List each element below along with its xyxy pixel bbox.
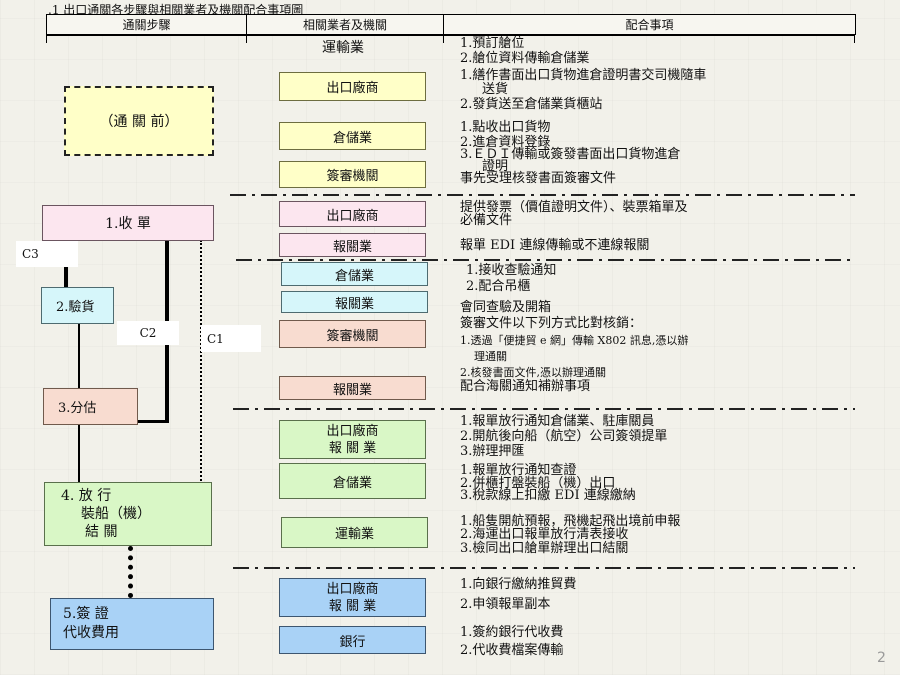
header-row: 通關步驟 相關業者及機關 配合事項 xyxy=(46,14,856,35)
note: 3.辦理押匯 xyxy=(460,444,525,459)
flow-connector xyxy=(138,420,169,423)
flow-line xyxy=(78,424,80,482)
note: 事先受理核發書面簽審文件 xyxy=(460,171,617,186)
step-5-certify: 5.簽 證 代收費用 xyxy=(50,598,214,650)
note: 2.代收費檔案傳輸 xyxy=(460,643,564,658)
step-before-clearance: （通 關 前） xyxy=(64,86,214,156)
route-c3: C3 xyxy=(16,241,78,267)
agent-broker: 報關業 xyxy=(279,376,426,400)
header-matters: 配合事項 xyxy=(625,18,674,32)
step-5-line: 5.簽 證 xyxy=(63,606,109,622)
column-tick xyxy=(443,35,444,43)
flow-line-dotted xyxy=(128,546,133,598)
step-4-release: 4. 放 行 裝船（機） 結 關 xyxy=(44,482,212,546)
note: 2.申領報單副本 xyxy=(460,597,551,612)
route-c1: C1 xyxy=(201,325,261,352)
note: 2.核發書面文件,憑以辦理通關 xyxy=(460,366,606,379)
note: 2.艙位資料傳輸倉儲業 xyxy=(460,51,590,66)
note: 1.簽約銀行代收費 xyxy=(460,625,564,640)
agent-exporter-broker: 出口廠商 報 關 業 xyxy=(279,420,426,459)
agent-broker: 報關業 xyxy=(281,291,428,313)
page-number: 2 xyxy=(877,650,886,666)
step-5-line: 代收費用 xyxy=(63,625,119,641)
agent-line: 報 關 業 xyxy=(328,598,377,614)
section-divider xyxy=(230,194,855,196)
note: 3.稅款線上扣繳 EDI 連線繳納 xyxy=(460,488,636,503)
step-1-receive: 1.收 單 xyxy=(42,205,214,241)
agent-review-agency: 簽審機關 xyxy=(279,320,426,348)
note: 2.開航後向船（航空）公司簽領提單 xyxy=(460,429,668,444)
note: 1.點收出口貨物 xyxy=(460,120,551,135)
note: 1.報單放行通知查證 xyxy=(460,463,577,478)
note: 2.海運出口報單放行清表接收 xyxy=(460,527,629,542)
step-4-line: 結 關 xyxy=(85,524,118,540)
note: 3.ＥＤＩ傳輸或簽發書面出口貨物進倉 xyxy=(460,147,681,162)
note: 2.發貨送至倉儲業貨櫃站 xyxy=(460,97,603,112)
note: 1.接收查驗通知 xyxy=(466,263,557,278)
note: 配合海關通知補辦事項 xyxy=(460,379,591,394)
agent-bank: 銀行 xyxy=(279,626,426,654)
flow-line xyxy=(78,323,80,390)
agent-warehouse: 倉儲業 xyxy=(281,262,428,286)
header-steps: 通關步驟 xyxy=(47,15,247,34)
note: 1.報單放行通知倉儲業、駐庫關員 xyxy=(460,414,655,429)
note: 3.檢同出口艙單辦理出口結關 xyxy=(460,541,629,556)
agent-line: 出口廠商 xyxy=(326,581,379,597)
section-divider xyxy=(233,567,855,569)
diagram-title: .1 出口通關各步驟與相關業者及機關配合事項圖 xyxy=(48,3,304,17)
note: 2.配合吊櫃 xyxy=(466,279,531,294)
agent-warehouse: 倉儲業 xyxy=(279,463,426,499)
agent-transport: 運輸業 xyxy=(281,517,428,548)
flow-line-c1 xyxy=(200,240,202,485)
note: 1.透過「便捷貿 e 網」傳輸 X802 訊息,憑以辦 xyxy=(460,334,689,347)
note: 簽審文件以下列方式比對核銷： xyxy=(460,316,643,331)
note: 證明 xyxy=(482,159,509,174)
header-underline xyxy=(46,35,855,36)
agent-exporter-broker: 出口廠商 報 關 業 xyxy=(279,578,426,617)
column-tick xyxy=(854,35,855,43)
note: 2.併櫃打盤裝船（機）出口 xyxy=(460,476,616,491)
route-c2: C2 xyxy=(117,321,179,345)
step-4-line: 4. 放 行 xyxy=(61,488,112,504)
section-divider xyxy=(236,259,855,261)
agent-broker: 報關業 xyxy=(279,233,426,257)
step-4-line: 裝船（機） xyxy=(81,506,151,522)
note: 會同查驗及開箱 xyxy=(460,300,552,315)
note: 送貨 xyxy=(482,82,509,97)
agent-line: 出口廠商 xyxy=(326,423,379,439)
note: 理通關 xyxy=(474,350,507,363)
note: 報單 EDI 連線傳輸或不連線報關 xyxy=(460,238,650,253)
column-tick xyxy=(246,35,247,43)
agent-transport: 運輸業 xyxy=(322,40,364,56)
header-agents: 相關業者及機關 xyxy=(247,15,444,34)
agent-exporter: 出口廠商 xyxy=(279,72,426,101)
agent-exporter: 出口廠商 xyxy=(279,201,426,227)
column-tick xyxy=(46,35,47,43)
note: 1.向銀行繳納推貿費 xyxy=(460,577,577,592)
section-divider xyxy=(233,408,855,410)
agent-warehouse: 倉儲業 xyxy=(279,122,426,150)
note: 1.繕作書面出口貨物進倉證明書交司機隨車 xyxy=(460,68,707,83)
note: 提供發票（價值證明文件）、裝票箱單及 xyxy=(460,200,688,215)
agent-review-agency: 簽審機關 xyxy=(279,161,426,188)
note: 必備文件 xyxy=(460,213,513,228)
note: 2.進倉資料登錄 xyxy=(460,135,551,150)
step-2-inspection: 2.驗貨 xyxy=(41,287,114,324)
note: 1.船隻開航預報，飛機起飛出境前申報 xyxy=(460,514,681,529)
step-3-valuation: 3.分估 xyxy=(43,388,138,425)
agent-line: 報 關 業 xyxy=(328,440,377,456)
note: 1.預訂艙位 xyxy=(460,36,525,51)
